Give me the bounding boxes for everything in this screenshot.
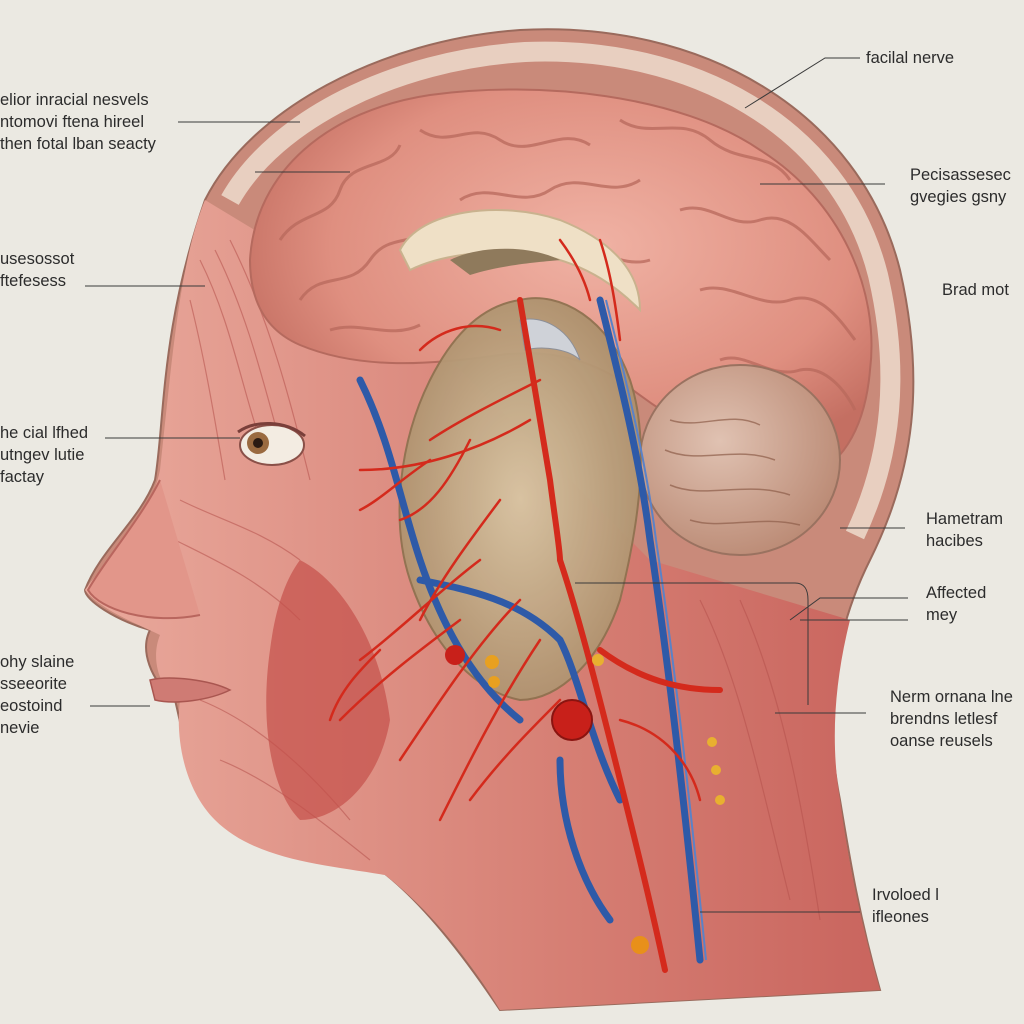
artery-main — [557, 557, 668, 973]
leader-lines — [85, 57, 908, 913]
vein-branch-1 — [356, 376, 524, 724]
brainstem — [398, 297, 642, 702]
masseter — [266, 560, 390, 820]
vein-main — [596, 296, 704, 964]
skull-bone — [221, 41, 901, 540]
label-affected: Affected mey — [926, 584, 987, 624]
label-eye-left: he cial lfhed utngev lutie factay — [0, 424, 89, 486]
label-nerm: Nerm ornana lne brendns letlesf oanse re… — [890, 688, 1013, 750]
label-upper-right: Pecisassesec gvegies gsny — [910, 166, 1011, 206]
lips — [149, 677, 232, 703]
label-mid-left: usesossot ftefesess — [0, 250, 75, 290]
label-hamertram: Hametram hacibes — [926, 510, 1004, 550]
label-top-left: elior inracial nesvels ntomovi ftena hir… — [0, 91, 156, 153]
label-brad: Brad mot — [942, 281, 1009, 299]
vein-branch-2 — [416, 576, 624, 804]
label-involoed: Irvoloed l ifleones — [872, 886, 939, 926]
label-jaw-left: ohy slaine sseeorite eostoind nevie — [0, 653, 75, 737]
nodule-main — [551, 699, 593, 741]
nose — [86, 479, 201, 620]
label-facial-nerve: facilal nerve — [866, 49, 955, 67]
cerebellum — [639, 364, 841, 556]
